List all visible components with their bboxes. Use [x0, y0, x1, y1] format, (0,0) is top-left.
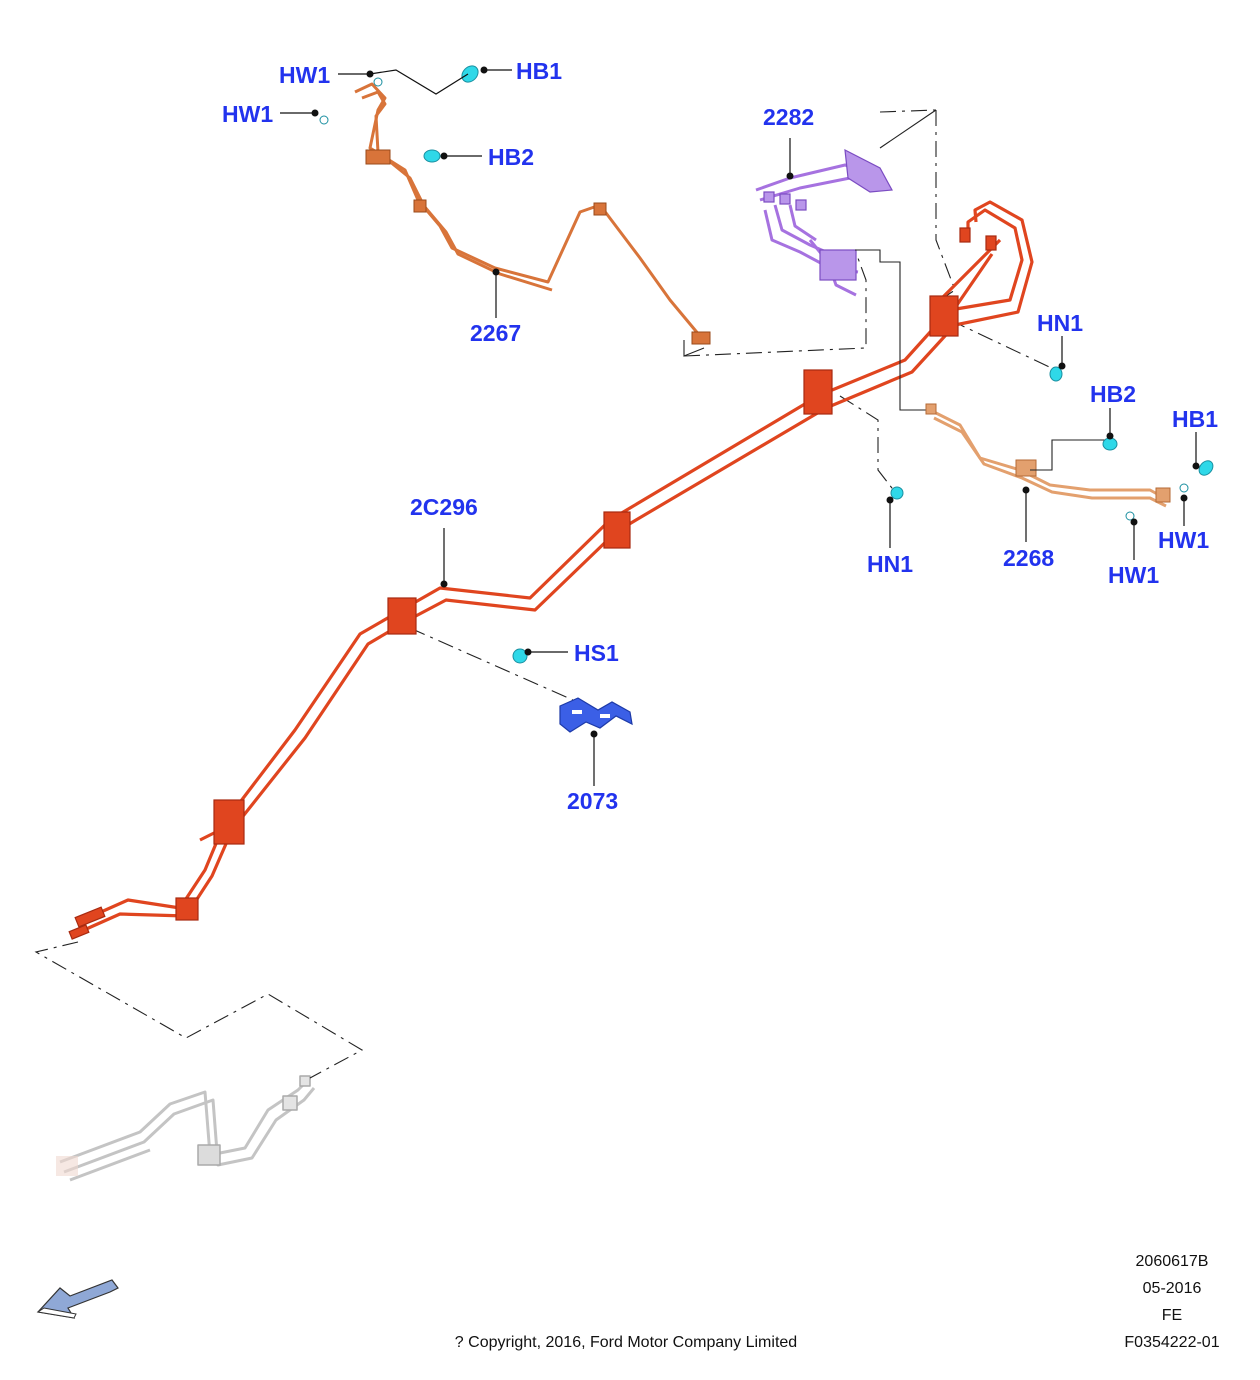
illustration-number: 2060617B	[1136, 1253, 1209, 1270]
callout-leaders	[280, 69, 1197, 786]
line-2267-end	[683, 340, 705, 357]
callout-2282[interactable]: 2282	[763, 104, 814, 130]
line-2267-clips	[365, 149, 711, 345]
callout-2073[interactable]: 2073	[567, 788, 618, 814]
callout-2268[interactable]: 2268	[1003, 545, 1054, 571]
callout-hw1-right-upper[interactable]: HW1	[1158, 527, 1209, 553]
callout-hw1-upper-left[interactable]: HW1	[222, 101, 273, 127]
line-2268-guide	[1030, 439, 1106, 471]
callout-hb1-top[interactable]: HB1	[516, 58, 562, 84]
callout-hw1-top[interactable]: HW1	[279, 62, 330, 88]
dashed-connection-lines	[34, 109, 1061, 1079]
line-2268-clips	[925, 403, 1171, 503]
callout-hb1-right[interactable]: HB1	[1172, 406, 1218, 432]
callout-2c296[interactable]: 2C296	[410, 494, 478, 520]
hose-2282-brackets	[763, 148, 893, 281]
bracket-2073-slot-b	[600, 714, 610, 718]
copyright-notice: ? Copyright, 2016, Ford Motor Company Li…	[455, 1334, 797, 1351]
brake-line-2268[interactable]	[929, 408, 1169, 508]
brake-line-2267[interactable]	[354, 82, 707, 343]
callout-hs1[interactable]: HS1	[574, 640, 619, 666]
bracket-2073[interactable]	[559, 697, 633, 733]
callout-hb2-right[interactable]: HB2	[1090, 381, 1136, 407]
ghost-reference-lines	[59, 1075, 316, 1182]
bracket-2073-slot-a	[572, 710, 582, 714]
ghost-line-end-left	[56, 1156, 78, 1176]
callout-2267[interactable]: 2267	[470, 320, 521, 346]
main-line-clips	[68, 227, 997, 940]
callout-hw1-right-lower[interactable]: HW1	[1108, 562, 1159, 588]
illustration-code: FE	[1162, 1307, 1182, 1324]
hose-2282-guide	[855, 109, 937, 411]
callout-hn1-center[interactable]: HN1	[867, 551, 913, 577]
fasteners	[319, 65, 1214, 664]
callout-hn1-right[interactable]: HN1	[1037, 310, 1083, 336]
front-direction-arrow-icon	[36, 1279, 119, 1319]
illustration-date: 05-2016	[1143, 1280, 1202, 1297]
callout-hb2-top[interactable]: HB2	[488, 144, 534, 170]
callout-dots	[311, 66, 1200, 738]
figure-id: F0354222-01	[1124, 1334, 1219, 1351]
